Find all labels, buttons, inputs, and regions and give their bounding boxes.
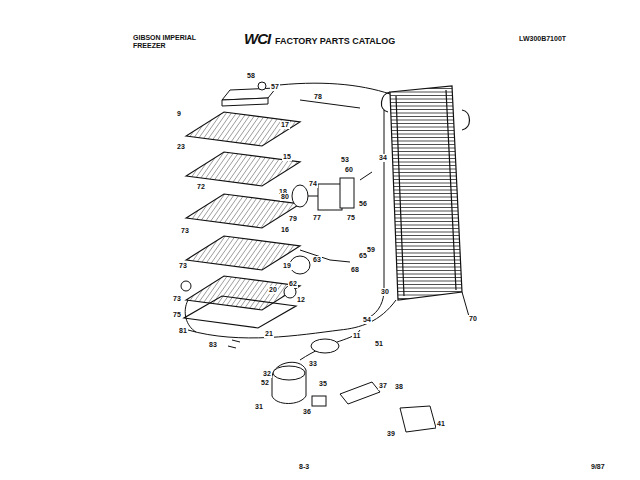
callout-number: 38 <box>394 383 404 391</box>
callout-number: 53 <box>340 156 350 164</box>
callout-number: 73 <box>172 295 182 303</box>
callout-number: 81 <box>178 327 188 335</box>
shelf-group <box>184 112 300 328</box>
callout-number: 16 <box>280 226 290 234</box>
callout-number: 52 <box>260 379 270 387</box>
logo: WCI <box>243 31 271 47</box>
compressor <box>181 281 436 432</box>
callout-number: 62 <box>288 280 298 288</box>
tubing <box>185 83 470 360</box>
callout-number: 75 <box>172 311 182 319</box>
callout-number: 39 <box>386 430 396 438</box>
callout-number: 74 <box>308 180 318 188</box>
callout-number: 20 <box>268 286 278 294</box>
callout-number: 23 <box>176 143 186 151</box>
callout-number: 15 <box>282 153 292 161</box>
callout-number: 9 <box>176 110 182 118</box>
callout-number: 63 <box>312 256 322 264</box>
callout-number: 73 <box>178 262 188 270</box>
callout-number: 51 <box>374 340 384 348</box>
callout-number: 58 <box>246 72 256 80</box>
callout-number: 70 <box>468 315 478 323</box>
fan-motor <box>290 178 354 274</box>
callout-number: 78 <box>313 93 323 101</box>
model-number: LW300B7100T <box>518 35 567 43</box>
condenser-coil <box>381 86 469 300</box>
callout-number: 80 <box>280 193 290 201</box>
callout-number: 19 <box>282 262 292 270</box>
callout-number: 34 <box>378 154 388 162</box>
callout-number: 54 <box>362 316 372 324</box>
callout-number: 32 <box>262 370 272 378</box>
callout-number: 30 <box>380 288 390 296</box>
light-housing <box>222 82 276 106</box>
catalog-title: FACTORY PARTS CATALOG <box>274 36 396 46</box>
callout-number: 31 <box>254 403 264 411</box>
brand-name: GIBSON IMPERIAL <box>132 34 197 42</box>
callout-number: 73 <box>180 227 190 235</box>
callout-number: 11 <box>352 332 361 340</box>
callout-number: 68 <box>350 266 360 274</box>
callout-number: 83 <box>208 341 218 349</box>
callout-number: 56 <box>358 200 368 208</box>
callout-number: 59 <box>366 246 376 254</box>
callout-number: 12 <box>296 296 306 304</box>
callout-number: 17 <box>280 121 290 129</box>
callout-number: 75 <box>346 214 356 222</box>
product-type: FREEZER <box>132 42 167 50</box>
callout-number: 9/87 <box>590 463 606 471</box>
callout-number: 41 <box>436 420 446 428</box>
callout-number: 79 <box>288 215 298 223</box>
callout-number: 77 <box>312 214 322 222</box>
callout-number: 21 <box>264 330 274 338</box>
callout-number: 8-3 <box>298 463 310 471</box>
callout-number: 60 <box>344 166 354 174</box>
callout-number: 33 <box>308 360 318 368</box>
callout-number: 35 <box>318 380 328 388</box>
callout-number: 72 <box>196 183 206 191</box>
callout-number: 37 <box>378 382 388 390</box>
callout-number: 57 <box>270 83 280 91</box>
callout-number: 36 <box>302 408 312 416</box>
